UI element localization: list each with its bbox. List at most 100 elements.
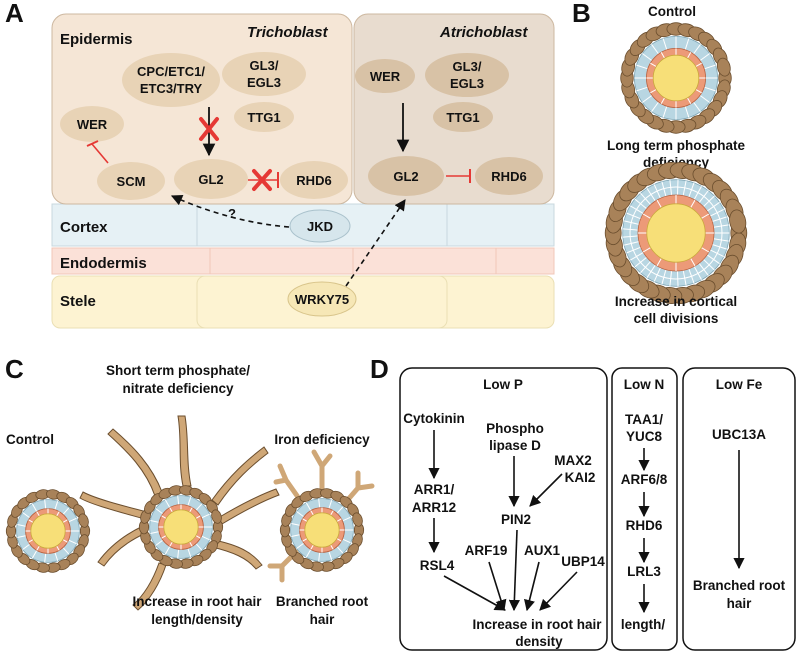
endodermis-cell-wall [701, 213, 710, 219]
lown-lrl3: LRL3 [627, 564, 661, 579]
endodermis-cell-wall [642, 247, 651, 253]
lowp-kai2: KAI2 [565, 470, 596, 485]
epidermal-cell [78, 513, 89, 528]
endodermis-cell [209, 247, 354, 275]
panel-c-short-line2: nitrate deficiency [122, 381, 234, 396]
panel-b-control: Control [648, 4, 696, 19]
cortex-cell-wall [709, 208, 725, 217]
node-a-gl2-text: GL2 [393, 169, 418, 184]
cortex-cell-wall [62, 507, 70, 515]
panel-c-label: C [5, 354, 24, 384]
cortex-cell-wall [693, 266, 702, 281]
cortex-cell-wall [662, 38, 668, 50]
cortex-cell-wall [291, 523, 301, 526]
node-gl3 [222, 52, 306, 96]
cortex-cell-wall [305, 502, 312, 511]
panel-c-increase-line1: Increase in root hair [132, 594, 262, 609]
endodermis-cell-wall [169, 507, 173, 513]
cortex-cell-wall [629, 186, 723, 280]
endodermis-cell-wall [56, 511, 60, 517]
endodermis-cell-wall [695, 62, 702, 68]
cortex-cell-wall [17, 524, 27, 527]
stele-core [652, 54, 700, 102]
lowp-phospho-line1: Phospho [486, 421, 544, 436]
cortex-cell-wall [653, 184, 661, 199]
trichoblast-label: Trichoblast [247, 24, 329, 41]
lown-output: length/ [621, 617, 665, 632]
cortex-cell-wall [653, 267, 661, 282]
cortex-cell-wall [626, 246, 641, 254]
node-a-rhd6-text: RHD6 [491, 169, 526, 184]
panel-c-increase-line2: length/density [151, 612, 243, 627]
low-p-title: Low P [483, 377, 523, 392]
endodermis-cell-wall [690, 199, 696, 208]
cortex-cell-wall [17, 535, 27, 538]
endodermis-cell-wall [330, 510, 334, 516]
endodermis-cell-wall [62, 519, 68, 523]
endodermis-cell-wall [650, 88, 657, 94]
node-gl2 [174, 159, 248, 199]
cortex-cell-wall [651, 101, 660, 112]
panel-c-short-line1: Short term phosphate/ [106, 363, 250, 378]
node-wrky75 [287, 281, 357, 317]
root-cross-section [279, 488, 365, 572]
node-cpc-line2: ETC3/TRY [140, 81, 203, 96]
cortex-cell-wall [195, 543, 203, 551]
node-a-gl3-line2: EGL3 [450, 76, 484, 91]
endodermis-cell-wall [28, 519, 34, 523]
endodermis-cell-wall [686, 52, 692, 59]
endodermis-cell-wall [195, 515, 201, 519]
question-mark: ? [228, 206, 236, 221]
edge-scm-wer [91, 143, 109, 164]
endodermis-label: Endodermis [60, 255, 147, 272]
node-gl2-text: GL2 [198, 172, 223, 187]
endodermis-cell-wall [189, 507, 193, 513]
panel-d: D Low P Cytokinin Phospho lipase D MAX2 … [370, 354, 796, 651]
cortex-cell-wall [291, 534, 301, 537]
atrichoblast-label: Atrichoblast [439, 24, 529, 41]
endodermis-cell-wall [302, 538, 308, 542]
cortex-cell-wall [626, 212, 641, 220]
panel-c-control: Control [6, 432, 54, 447]
cortex-cell-wall [642, 53, 653, 62]
panel-d-label: D [370, 354, 389, 384]
epidermal-cell [352, 512, 363, 527]
cortex-cell-wall [22, 512, 31, 519]
edge-jkd-scm [170, 195, 290, 228]
endodermis-cell-wall [169, 541, 173, 547]
endodermis-cell-wall [660, 97, 666, 104]
cortex-cell-wall [31, 503, 38, 512]
cortex-cell-wall [629, 251, 644, 261]
inhibit-bar [86, 140, 99, 147]
lowp-cytokinin: Cytokinin [403, 411, 465, 426]
stele-core [30, 513, 66, 549]
cortex-cell-wall [177, 495, 180, 505]
lowp-aux1: AUX1 [524, 543, 561, 558]
endodermis-cell-wall [36, 511, 40, 517]
cortex-cell-wall [164, 499, 171, 508]
node-scm-text: SCM [117, 174, 146, 189]
endodermis-cell-wall [660, 52, 666, 59]
cortex-cell-wall [336, 506, 344, 514]
endodermis-cell-wall [310, 510, 314, 516]
endodermis-cell-wall [161, 515, 167, 519]
endodermis-cell-wall [310, 544, 314, 550]
panel-c-iron: Iron deficiency [274, 432, 370, 447]
lowp-ubp14: UBP14 [561, 554, 605, 569]
cortex-cell-wall [150, 531, 160, 534]
low-n-title: Low N [624, 377, 665, 392]
root-hairs-branched [267, 449, 375, 583]
cortex-cell-wall [296, 542, 305, 549]
cortex-cell-wall [342, 538, 351, 544]
cortex-cell-wall [195, 503, 203, 511]
epidermis-label: Epidermis [60, 31, 133, 48]
cortex-cell-wall [642, 94, 653, 103]
endodermis-cell-wall [336, 538, 342, 542]
node-wrky75-text: WRKY75 [295, 292, 349, 307]
lowp-arr-line1: ARR1/ [414, 482, 455, 497]
lowp-pin2: PIN2 [501, 512, 531, 527]
node-a-wer-text: WER [370, 69, 401, 84]
lown-taa-line1: TAA1/ [625, 412, 663, 427]
cortex-cell-wall [187, 496, 192, 506]
